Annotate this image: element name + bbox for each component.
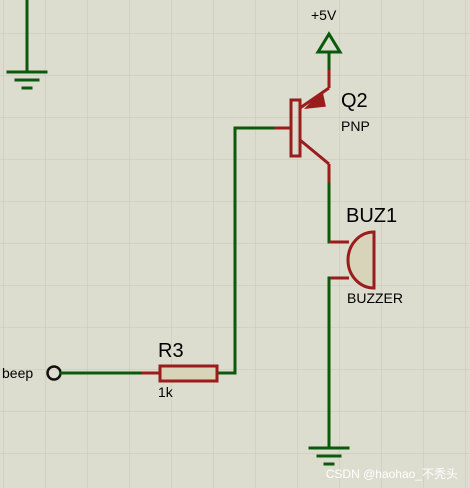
- emitter-arrow-icon: [303, 90, 326, 109]
- watermark-text: CSDN @haohao_不秃头: [325, 467, 458, 481]
- transistor-type-label: PNP: [341, 118, 370, 134]
- resistor-body: [158, 364, 219, 383]
- transistor-q2[interactable]: [273, 70, 331, 184]
- ground-symbol-bottom: [308, 446, 350, 466]
- supply-label: +5V: [311, 7, 337, 23]
- resistor-r3[interactable]: [140, 364, 219, 383]
- buzzer-ref-label: BUZ1: [346, 205, 398, 227]
- ground-symbol-top-left: [6, 0, 48, 90]
- input-net-label: beep: [2, 365, 34, 381]
- buzzer-body: [346, 230, 376, 290]
- input-terminal-beep[interactable]: [46, 365, 142, 381]
- resistor-ref-label: R3: [158, 340, 184, 362]
- buzzer-buz1[interactable]: [329, 230, 376, 290]
- resistor-value-label: 1k: [158, 384, 173, 400]
- wire-base-to-r3: [215, 126, 275, 375]
- transistor-ref-label: Q2: [341, 90, 368, 112]
- buzzer-type-label: BUZZER: [347, 290, 403, 306]
- power-terminal-5v[interactable]: [315, 31, 343, 72]
